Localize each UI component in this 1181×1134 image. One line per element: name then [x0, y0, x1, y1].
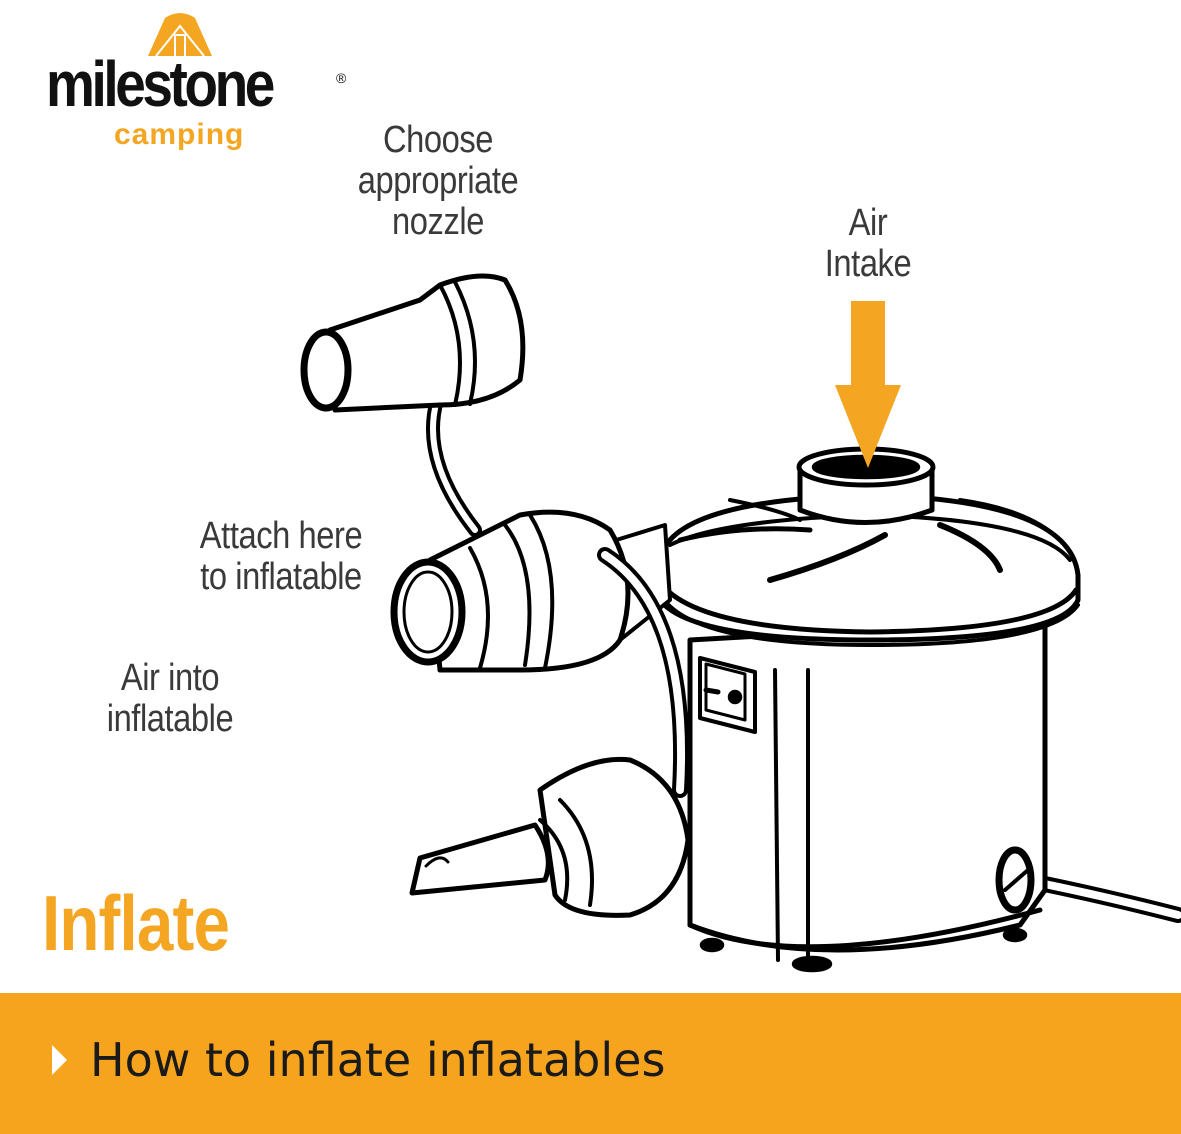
down-arrow-icon [835, 301, 901, 468]
label-air-intake: Air Intake [824, 202, 912, 285]
banner: How to inflate inflatables [0, 993, 1181, 1134]
brand-name: milestone [46, 48, 275, 120]
outlet-nozzle [390, 509, 631, 673]
air-pump-illustration [300, 273, 1181, 973]
label-air-into-inflatable: Air into inflatable [106, 657, 234, 740]
deflate-nozzle [409, 756, 691, 918]
spare-nozzle [300, 273, 526, 413]
registered-mark: ® [336, 70, 347, 86]
play-triangle-icon [52, 1045, 67, 1075]
brand-logo: milestone ® camping [40, 4, 360, 154]
label-choose-nozzle: Choose appropriate nozzle [357, 119, 519, 243]
tent-icon [148, 13, 212, 57]
air-intake [796, 446, 936, 525]
power-switch [698, 656, 757, 734]
section-title: Inflate [42, 879, 230, 967]
label-attach-here: Attach here to inflatable [199, 515, 363, 598]
banner-text: How to inflate inflatables [90, 1033, 666, 1087]
brand-subtitle: camping [114, 118, 245, 151]
